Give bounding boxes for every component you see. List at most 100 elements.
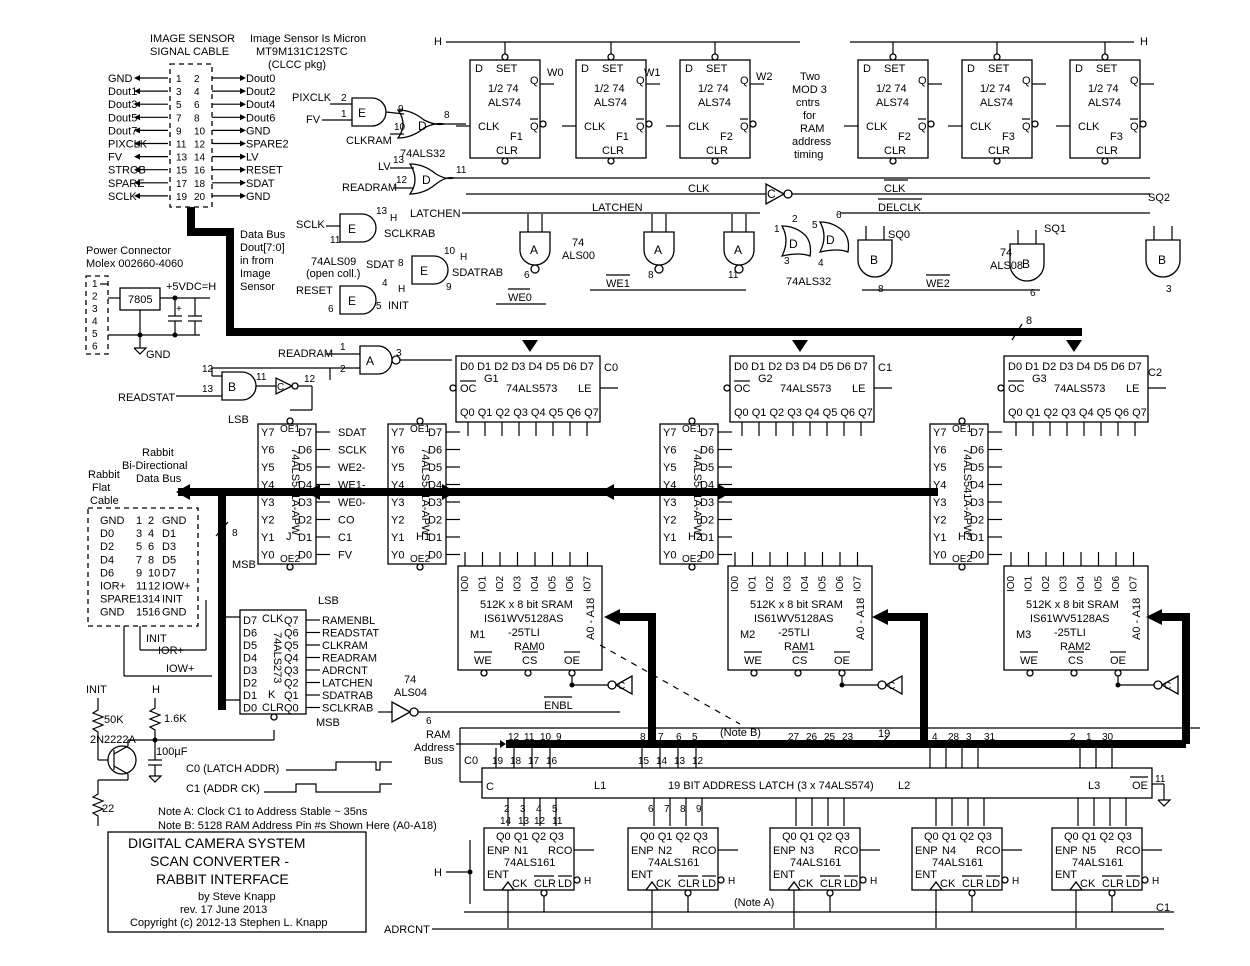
svg-text:11: 11 (330, 235, 341, 246)
svg-text:H: H (390, 213, 397, 224)
rabbit-pin-label: GND (100, 515, 125, 527)
svg-text:Y1: Y1 (261, 532, 274, 544)
svg-text:6: 6 (426, 716, 432, 727)
svg-text:6: 6 (328, 304, 334, 315)
svg-text:Q: Q (1022, 121, 1031, 133)
svg-text:14: 14 (656, 756, 668, 767)
svg-text:12: 12 (508, 732, 520, 743)
svg-text:50K: 50K (104, 714, 124, 726)
svg-text:E: E (420, 264, 428, 278)
svg-text:F3: F3 (1002, 131, 1015, 143)
rabbit-pin-label: D7 (162, 567, 176, 579)
svg-text:N1: N1 (514, 845, 528, 857)
addr-arrow-m3 (1146, 609, 1162, 625)
svg-text:D: D (967, 63, 975, 75)
svg-text:D0: D0 (298, 550, 312, 562)
rabbit-pin-label: IOW+ (162, 581, 190, 593)
svg-text:CLK: CLK (688, 183, 710, 195)
svg-text:CLR: CLR (602, 145, 624, 157)
svg-text:Y6: Y6 (933, 445, 946, 457)
svg-text:Y3: Y3 (663, 497, 676, 509)
svg-text:13: 13 (674, 756, 686, 767)
svg-text:Y0: Y0 (933, 550, 946, 562)
svg-text:OE: OE (564, 655, 580, 667)
svg-text:D0: D0 (700, 550, 714, 562)
svg-text:IO4: IO4 (1076, 575, 1087, 592)
svg-text:LD: LD (558, 878, 572, 890)
svg-text:A: A (734, 243, 742, 257)
rabbit-pin-num: 1 (136, 515, 142, 527)
svg-text:LATCHEN: LATCHEN (322, 678, 373, 690)
svg-text:timing: timing (794, 149, 823, 161)
ctrl-bus-tick (215, 521, 229, 537)
svg-text:INIT: INIT (388, 300, 409, 312)
svg-text:OE1: OE1 (410, 424, 430, 435)
svg-text:Y2: Y2 (663, 515, 676, 527)
svg-text:9: 9 (696, 804, 702, 815)
svg-text:READRAM: READRAM (322, 653, 377, 665)
svg-text:D6: D6 (700, 445, 714, 457)
svg-text:CS: CS (1068, 655, 1083, 667)
svg-text:CLR: CLR (962, 878, 984, 890)
svg-text:Flat: Flat (92, 482, 110, 494)
svg-text:RAM: RAM (800, 123, 824, 135)
svg-text:E: E (348, 222, 356, 236)
svg-text:LE: LE (1126, 383, 1139, 395)
svg-text:B: B (1158, 253, 1166, 267)
svg-text:C: C (767, 187, 776, 201)
svg-text:Y3: Y3 (391, 497, 404, 509)
svg-text:1: 1 (340, 342, 346, 353)
svg-text:5: 5 (692, 732, 698, 743)
svg-text:74ALS161: 74ALS161 (932, 857, 983, 869)
svg-text:Y1: Y1 (663, 532, 676, 544)
sensor-pin-num: 1 (176, 74, 182, 85)
lv-gate: D LV 13 READRAM 12 74ALS32 11 (342, 148, 1150, 195)
power-pin-num: 2 (92, 292, 98, 303)
svg-text:OE2: OE2 (952, 554, 972, 565)
svg-text:IS61WV5128AS: IS61WV5128AS (484, 613, 564, 625)
rabbit-pin-label: D6 (100, 567, 114, 579)
svg-text:CK: CK (656, 878, 672, 890)
svg-text:Y5: Y5 (933, 462, 946, 474)
svg-text:C: C (277, 382, 284, 393)
svg-text:1/2 74: 1/2 74 (1088, 83, 1119, 95)
title-line3: RABBIT INTERFACE (156, 871, 289, 887)
svg-text:D5: D5 (700, 462, 714, 474)
svg-text:C1: C1 (338, 532, 352, 544)
svg-text:74ALS161: 74ALS161 (1072, 857, 1123, 869)
svg-text:N4: N4 (942, 845, 956, 857)
svg-text:ENP: ENP (487, 845, 510, 857)
svg-text:CLKRAM: CLKRAM (346, 135, 392, 147)
svg-text:cntrs: cntrs (796, 97, 820, 109)
sensor-pin-label: Dout0 (246, 73, 275, 85)
svg-text:Y6: Y6 (663, 445, 676, 457)
svg-text:G3: G3 (1032, 373, 1047, 385)
svg-text:D4: D4 (243, 653, 257, 665)
svg-text:6: 6 (836, 210, 842, 221)
sensor-pin-label: FV (108, 152, 123, 164)
svg-text:Q5: Q5 (284, 640, 299, 652)
svg-text:WE0: WE0 (508, 292, 532, 304)
svg-text:4: 4 (536, 804, 542, 815)
svg-text:Y0: Y0 (261, 550, 274, 562)
sensor-pin-num: 6 (194, 100, 200, 111)
svg-text:ENP: ENP (631, 845, 654, 857)
svg-text:Q: Q (740, 75, 749, 87)
svg-text:OE: OE (1132, 780, 1148, 792)
svg-text:IO3: IO3 (1059, 575, 1070, 592)
svg-text:A: A (366, 354, 374, 368)
svg-text:IO3: IO3 (513, 575, 524, 592)
svg-text:CLR: CLR (678, 878, 700, 890)
sensor-pin-num: 9 (176, 126, 182, 137)
svg-text:3: 3 (784, 256, 790, 267)
svg-text:12: 12 (692, 756, 704, 767)
svg-text:WE: WE (474, 655, 492, 667)
svg-text:Q0 Q1 Q2 Q3: Q0 Q1 Q2 Q3 (1064, 831, 1132, 843)
svg-text:13: 13 (376, 206, 388, 217)
